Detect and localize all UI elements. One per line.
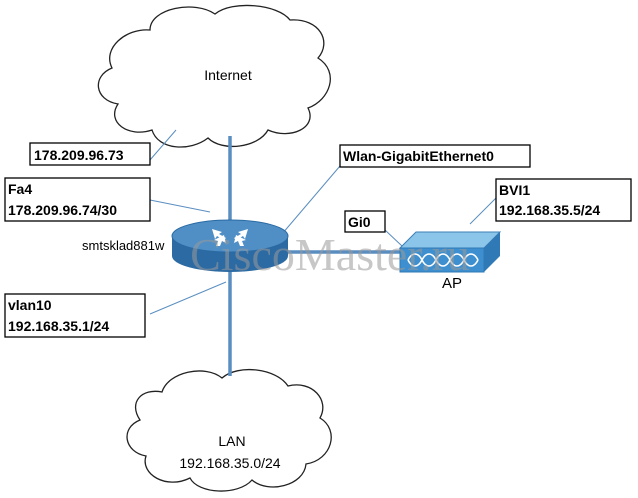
lan-label: LAN bbox=[218, 433, 245, 449]
bvi-ip-text: 192.168.35.5/24 bbox=[499, 202, 600, 218]
pointer-fa4 bbox=[149, 199, 211, 213]
lan-subnet: 192.168.35.0/24 bbox=[179, 455, 280, 471]
pointer-wan-ip bbox=[149, 129, 177, 161]
vlan-name-text: vlan10 bbox=[8, 297, 52, 313]
callout-bvi1: BVI1 192.168.35.5/24 bbox=[495, 178, 632, 222]
callout-wlan: Wlan-GigabitEthernet0 bbox=[339, 144, 531, 168]
internet-label: Internet bbox=[204, 67, 252, 83]
fa4-ip-text: 178.209.96.74/30 bbox=[8, 202, 117, 218]
watermark: CiscoMaster.ru bbox=[190, 229, 470, 280]
lan-cloud: LAN 192.168.35.0/24 bbox=[126, 368, 332, 492]
wan-ip-text: 178.209.96.73 bbox=[34, 147, 124, 163]
callout-wan-ip: 178.209.96.73 bbox=[29, 142, 151, 166]
bvi-name-text: BVI1 bbox=[499, 182, 530, 198]
wlan-text: Wlan-GigabitEthernet0 bbox=[343, 148, 494, 164]
pointer-vlan bbox=[149, 281, 227, 315]
wireless-waves-icon bbox=[407, 253, 479, 267]
callout-fa4: Fa4 178.209.96.74/30 bbox=[4, 177, 151, 222]
ap-label: AP bbox=[442, 275, 462, 292]
router-hostname: smtsklad881w bbox=[82, 238, 165, 253]
pointer-bvi bbox=[469, 197, 497, 225]
pointer-lines bbox=[149, 129, 497, 315]
fa4-name-text: Fa4 bbox=[8, 181, 32, 197]
ap-front-face bbox=[399, 247, 485, 273]
gi0-text: Gi0 bbox=[348, 214, 371, 230]
router: smtsklad881w bbox=[82, 219, 289, 272]
pointer-wlan bbox=[281, 165, 341, 235]
router-arrows-icon bbox=[212, 229, 248, 246]
ap-side-face bbox=[484, 232, 500, 272]
callout-gi0: Gi0 bbox=[344, 210, 386, 233]
callout-vlan10: vlan10 192.168.35.1/24 bbox=[4, 293, 146, 338]
router-top bbox=[171, 219, 289, 253]
access-point: AP bbox=[398, 231, 502, 292]
internet-cloud: Internet bbox=[97, 4, 331, 148]
pointer-gi0 bbox=[384, 229, 403, 247]
vlan-ip-text: 192.168.35.1/24 bbox=[8, 318, 109, 334]
